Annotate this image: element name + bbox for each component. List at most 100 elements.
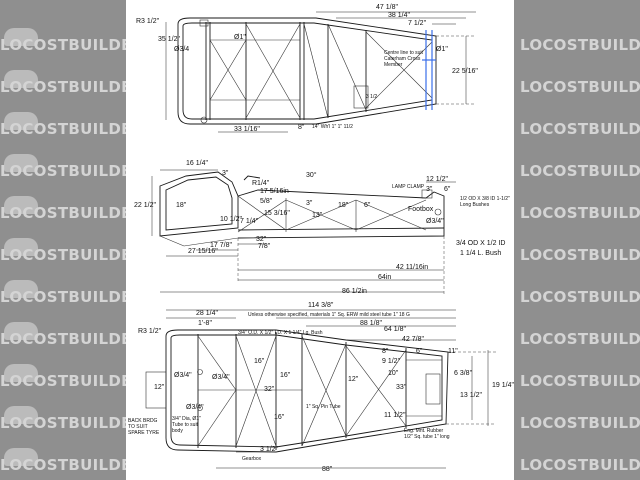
watermark-text: LOCOSTBUILDERS.CO.UK (520, 204, 640, 222)
watermark-car-icon (4, 280, 38, 298)
side-view-a16: 6" (444, 186, 451, 193)
top-view-corner-radius: R3 1/2" (136, 18, 160, 25)
plan-view-n3: 6" (416, 348, 423, 355)
plan-view-n5: 10" (388, 370, 399, 377)
watermark-text: LOCOSTBUILDERS.CO.UK (520, 246, 640, 264)
side-view-angle: 30° (306, 172, 317, 179)
watermark-text: LOCOSTBUILDERS.CO.UK (520, 162, 640, 180)
chassis-drawing (145, 11, 496, 469)
top-view-dimensions (165, 11, 476, 133)
top-view-left-tube: Ø3/4 (174, 46, 190, 53)
plan-view-t3: Ø3/4" (186, 404, 204, 411)
side-view-a15: 3" (426, 186, 433, 193)
side-view-a6: 13" (312, 212, 323, 219)
plan-view-n2: 8" (382, 348, 389, 355)
plan-view-bush-note: 3/4" O.D. X 1/2" I.D. X 1 1/4" Lg. Bush (238, 330, 323, 336)
side-view-a13: 7/8" (258, 243, 271, 250)
watermark-text: LOCOSTBUILDERS.CO.UK (520, 414, 640, 432)
watermark-car-icon (4, 28, 38, 46)
watermark-car-icon (4, 70, 38, 88)
plan-view-d1: 114 3/8" (308, 302, 334, 309)
plan-view-n11: 3 1/2" (260, 446, 279, 453)
drawing-sheet: R3 1/2" 35 1/2" Ø3/4 Ø1" 47 1/8" 38 1/4"… (126, 0, 514, 480)
side-view-a8: 3" (306, 200, 313, 207)
side-view-a12: 27 15/16" (188, 248, 218, 255)
watermark-text: LOCOSTBUILDERS.CO.UK (520, 330, 640, 348)
watermark-text: LOCOSTBUILDERS.CO.UK (520, 78, 640, 96)
plan-view-n6: 33" (396, 384, 407, 391)
watermark-car-icon (4, 406, 38, 424)
plan-view-dimensions (166, 309, 496, 469)
side-view-radius: R1/4" (252, 180, 270, 187)
top-view-overall: 47 1/8" (376, 4, 398, 11)
plan-view-d4: 42 7/8" (402, 336, 424, 343)
top-view-left-dim: 35 1/2" (158, 36, 180, 43)
watermark-text: LOCOSTBUILDERS.CO.UK (520, 120, 640, 138)
plan-view-top-note: Unless otherwise specified, materials 1"… (248, 312, 410, 318)
side-view-a14: 12 1/2" (426, 176, 448, 183)
plan-view-d3: 64 1/8" (384, 326, 406, 333)
plan-view-engine-note: Eng. Mnt. Rubber 1/2" Sq. tube 1" long (404, 428, 450, 440)
plan-view-left-note: BACK BRDG TO SUIT SPARE TYRE (128, 418, 160, 436)
top-view-dim-b: 7 1/2" (408, 20, 427, 27)
plan-view-t1: Ø3/4" (174, 372, 192, 379)
side-view-w1: 16 1/4" (186, 160, 208, 167)
side-view-footbox: Footbox (408, 206, 434, 213)
watermark-car-icon (4, 364, 38, 382)
top-view-small-note: 3 1/2 (366, 94, 378, 100)
plan-view-radius: R3 1/2" (138, 328, 162, 335)
side-view-a9: 6" (364, 202, 371, 209)
plan-view-n8: 6 3/8" (454, 370, 473, 377)
side-view-w2: 3" (222, 170, 229, 177)
top-view-frame (177, 17, 437, 125)
side-view-h2: 18" (176, 202, 187, 209)
plan-view-n9: 13 1/2" (460, 392, 482, 399)
top-view-right-width: 22 5/16" (452, 68, 478, 75)
top-view-accent (422, 30, 436, 110)
plan-view-left-note-2: 3/4" Dia, Ø1" Tube to suit body (172, 416, 201, 434)
side-view-a1: 17 5/16in (260, 188, 289, 195)
plan-view-n12: 88" (322, 466, 333, 473)
top-view-tube: Ø1" (234, 34, 246, 41)
watermark-car-icon (4, 448, 38, 466)
side-view-bush3: 1 1/4 L. Bush (460, 250, 502, 257)
plan-view-h1: 16" (254, 358, 265, 365)
side-view-bush2: 3/4 OD X 1/2 ID (456, 240, 506, 247)
watermark-text: LOCOSTBUILDERS.CO.UK (520, 288, 640, 306)
watermark-car-icon (4, 322, 38, 340)
watermark-text: LOCOSTBUILDERS.CO.UK (520, 36, 640, 54)
side-view-a7: 18" (338, 202, 349, 209)
plan-view-frame (145, 329, 449, 453)
watermark-car-icon (4, 238, 38, 256)
plan-view-n1: 9 1/2" (382, 358, 401, 365)
side-view-a2: 5/8" (260, 198, 273, 205)
side-view-a4: 10 1/2" (220, 216, 242, 223)
side-view-d1: 42 11/16in (396, 264, 429, 271)
top-view-right-tube: Ø1" (436, 46, 448, 53)
side-view-frame (159, 171, 445, 247)
watermark-text: LOCOSTBUILDERS.CO.UK (520, 456, 640, 474)
side-view-a5: 7 1/4" (240, 218, 259, 225)
side-view-a3: 15 3/16" (264, 210, 290, 217)
plan-view-n13: 12" (348, 376, 359, 383)
plan-view-n14: 16" (280, 372, 291, 379)
plan-view-pin-note: 1" Sq. Pin Tube (306, 404, 341, 410)
plan-view-h3: 16" (274, 414, 285, 421)
watermark-car-icon (4, 196, 38, 214)
watermark-car-icon (4, 112, 38, 130)
side-view-d2: 64in (378, 274, 392, 281)
plan-view-gearbox-note: Gearbox (242, 456, 262, 462)
top-view-bottom-dim: 33 1/16" (234, 126, 260, 133)
side-view-d3: 86 1/2in (342, 288, 367, 295)
plan-view-d2: 88 1/8" (360, 320, 382, 327)
plan-view-n7: 11 1/2" (384, 412, 406, 419)
side-view-dimensions (151, 169, 456, 294)
plan-view-n10: 19 1/4" (492, 382, 514, 389)
side-view-tube: Ø3/4" (426, 218, 444, 225)
top-view-bottom-note: 14" Wh'l 1" 1" 11/2 (312, 124, 353, 130)
plan-view-d5: 28 1/4" (196, 310, 218, 317)
side-view-a11: 17 7/8" (210, 242, 232, 249)
side-view-lamp-clamp: LAMP CLAMP (392, 184, 425, 190)
side-view-a10: 32" (256, 236, 267, 243)
plan-view-t2: Ø3/4" (212, 374, 230, 381)
